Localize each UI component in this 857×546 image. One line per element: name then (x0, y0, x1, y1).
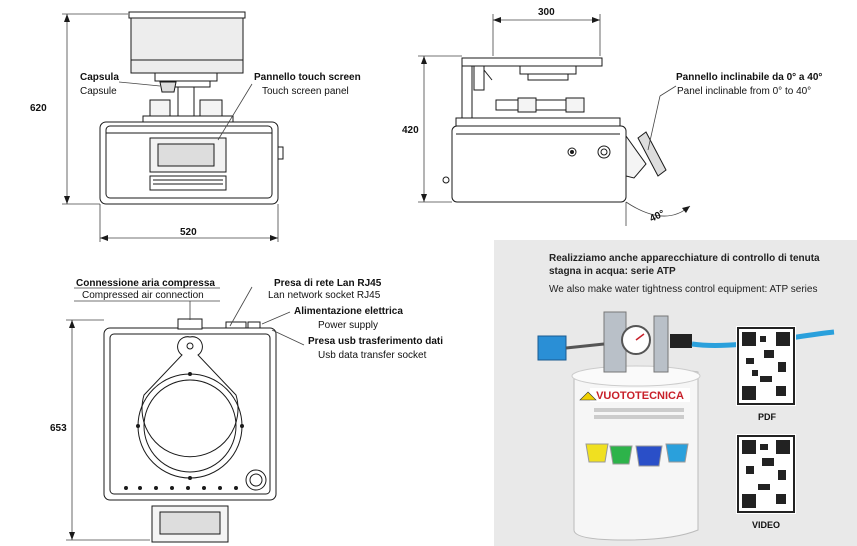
usb-label-it: Presa usb trasferimento dati (308, 336, 444, 347)
side-depth-dimension: 300 (538, 7, 555, 18)
tilt-label-it: Pannello inclinabile da 0° a 40° (676, 72, 823, 83)
atp-promo-panel: Realizziamo anche apparecchiature di con… (494, 240, 857, 546)
top-depth-dimension: 653 (50, 423, 67, 434)
brand-logo: VUOTOTECNICA (596, 390, 684, 402)
lan-label-en: Lan network socket RJ45 (268, 290, 381, 301)
top-view-drawing (103, 318, 277, 543)
front-view-drawing (99, 11, 284, 205)
warning-icon (579, 391, 597, 401)
air-label-it: Connessione aria compressa (76, 278, 215, 289)
promo-title-it: Realizziamo anche apparecchiature di con… (549, 253, 820, 277)
power-label-en: Power supply (318, 320, 379, 331)
panel-label-en: Touch screen panel (262, 86, 349, 97)
qr-code-video-icon (736, 434, 796, 514)
air-label-en: Compressed air connection (82, 290, 204, 301)
dimension-arrows (64, 14, 690, 540)
qr-video-label: VIDEO (752, 520, 781, 530)
tilt-label-en: Panel inclinable from 0° to 40° (677, 86, 812, 97)
blue-connector-icon (537, 335, 567, 361)
top-dimension-lines (66, 286, 305, 541)
qr-code-pdf-icon (736, 326, 796, 406)
qr-pdf-label: PDF (758, 412, 776, 422)
capsule-label-it: Capsula (80, 72, 119, 83)
capsule-label-en: Capsule (80, 86, 117, 97)
power-label-it: Alimentazione elettrica (294, 306, 403, 317)
front-dimension-lines (62, 13, 279, 242)
front-width-dimension: 520 (180, 227, 197, 238)
lan-label-it: Presa di rete Lan RJ45 (274, 278, 382, 289)
atp-product-image: VUOTOTECNICA (537, 311, 835, 541)
front-height-dimension: 620 (30, 103, 47, 114)
side-height-dimension: 420 (402, 125, 419, 136)
side-dimension-lines (418, 14, 691, 226)
usb-label-en: Usb data transfer socket (318, 350, 427, 361)
promo-title-en: We also make water tightness control equ… (549, 284, 818, 295)
side-view-drawing (442, 57, 667, 203)
panel-label-it: Pannello touch screen (254, 72, 361, 83)
